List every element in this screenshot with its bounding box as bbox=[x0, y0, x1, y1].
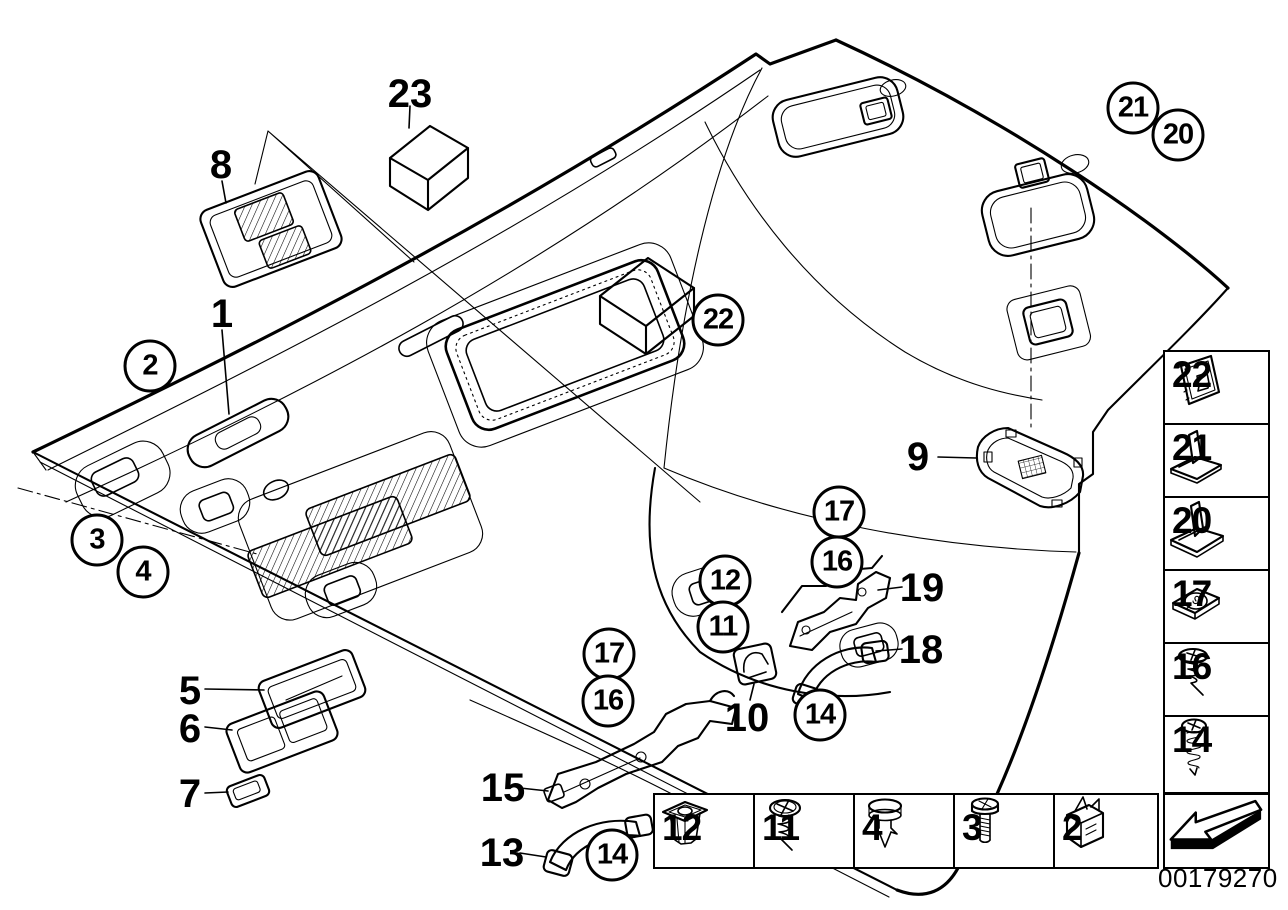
callout-circle-14-b[interactable]: 14 bbox=[585, 828, 639, 882]
callout-1[interactable]: 1 bbox=[210, 292, 234, 336]
callout-7[interactable]: 7 bbox=[178, 772, 202, 816]
part-15-bracket bbox=[543, 690, 738, 810]
direction-arrow-icon bbox=[1169, 799, 1263, 850]
part-5-lamp bbox=[257, 649, 367, 729]
legend-item-12[interactable]: 12 bbox=[653, 793, 759, 869]
callout-circle-17-b[interactable]: 17 bbox=[582, 627, 636, 681]
callout-circle-12[interactable]: 12 bbox=[698, 554, 752, 608]
expansion-nut-icon bbox=[661, 800, 709, 845]
callout-circle-11[interactable]: 11 bbox=[696, 600, 750, 654]
rear-openings bbox=[771, 76, 1096, 361]
construction-lines bbox=[17, 130, 1032, 555]
callout-10[interactable]: 10 bbox=[724, 696, 770, 740]
part-9-cover bbox=[975, 426, 1085, 509]
callout-circle-14-a[interactable]: 14 bbox=[793, 688, 847, 742]
callout-19[interactable]: 19 bbox=[899, 566, 945, 610]
handle-recesses bbox=[74, 147, 899, 668]
part-8-module bbox=[199, 170, 343, 288]
pan-head-screw-icon bbox=[768, 798, 802, 851]
short-screw-icon bbox=[1177, 647, 1209, 696]
callout-circle-2[interactable]: 2 bbox=[123, 339, 177, 393]
part-6-lamp bbox=[225, 690, 339, 774]
callout-18[interactable]: 18 bbox=[898, 628, 944, 672]
speed-nut-icon bbox=[1171, 587, 1221, 620]
fin-bracket-icon bbox=[1169, 500, 1225, 558]
expanding-rivet-icon bbox=[867, 798, 903, 848]
callout-circle-22[interactable]: 22 bbox=[691, 293, 745, 347]
legend-item-22[interactable]: 22 bbox=[1163, 350, 1270, 429]
part-10-clip bbox=[732, 642, 778, 686]
callout-8[interactable]: 8 bbox=[209, 143, 233, 187]
legend-item-14[interactable]: 14 bbox=[1163, 715, 1270, 794]
legend-item-17[interactable]: 17 bbox=[1163, 569, 1270, 648]
callout-6[interactable]: 6 bbox=[178, 707, 202, 751]
callout-circle-16-b[interactable]: 16 bbox=[581, 674, 635, 728]
legend-item-16[interactable]: 16 bbox=[1163, 642, 1270, 721]
part-23-foam-block bbox=[388, 124, 470, 212]
callout-circle-20[interactable]: 20 bbox=[1151, 108, 1205, 162]
legend-number: 3 bbox=[962, 807, 983, 848]
callout-circle-16-a[interactable]: 16 bbox=[810, 535, 864, 589]
legend-item-20[interactable]: 20 bbox=[1163, 496, 1270, 575]
callout-9[interactable]: 9 bbox=[906, 435, 930, 479]
long-screw-icon bbox=[1180, 718, 1208, 776]
legend-item-3[interactable]: 3 bbox=[953, 793, 1059, 869]
legend-direction-arrow-box[interactable] bbox=[1163, 793, 1270, 869]
legend-item-21[interactable]: 21 bbox=[1163, 423, 1270, 502]
callout-5[interactable]: 5 bbox=[178, 669, 202, 713]
legend-item-11[interactable]: 11 bbox=[753, 793, 859, 869]
legend-number: 4 bbox=[862, 807, 883, 848]
legend-item-4[interactable]: 4 bbox=[853, 793, 959, 869]
console-cutout bbox=[237, 431, 484, 621]
callout-15[interactable]: 15 bbox=[480, 766, 526, 810]
sunroof-cutout bbox=[426, 242, 704, 448]
callout-circle-4[interactable]: 4 bbox=[116, 545, 170, 599]
part-13-grab-handle bbox=[542, 813, 654, 877]
part-19-bracket bbox=[788, 570, 892, 652]
callout-circle-17-a[interactable]: 17 bbox=[812, 485, 866, 539]
callout-13[interactable]: 13 bbox=[479, 831, 525, 875]
clamp-clip-icon bbox=[1065, 796, 1105, 849]
legend-item-2[interactable]: 2 bbox=[1053, 793, 1159, 869]
callout-circle-3[interactable]: 3 bbox=[70, 513, 124, 567]
callout-23[interactable]: 23 bbox=[387, 72, 433, 116]
diagram-part-number: 00179270 bbox=[1158, 863, 1278, 893]
part-7-plate bbox=[225, 773, 271, 809]
machine-screw-icon bbox=[970, 797, 1000, 844]
adhesive-pad-icon bbox=[1177, 354, 1221, 406]
fin-bracket-icon bbox=[1169, 429, 1223, 484]
leader-lines bbox=[204, 105, 977, 858]
callout-circle-21[interactable]: 21 bbox=[1106, 81, 1160, 135]
